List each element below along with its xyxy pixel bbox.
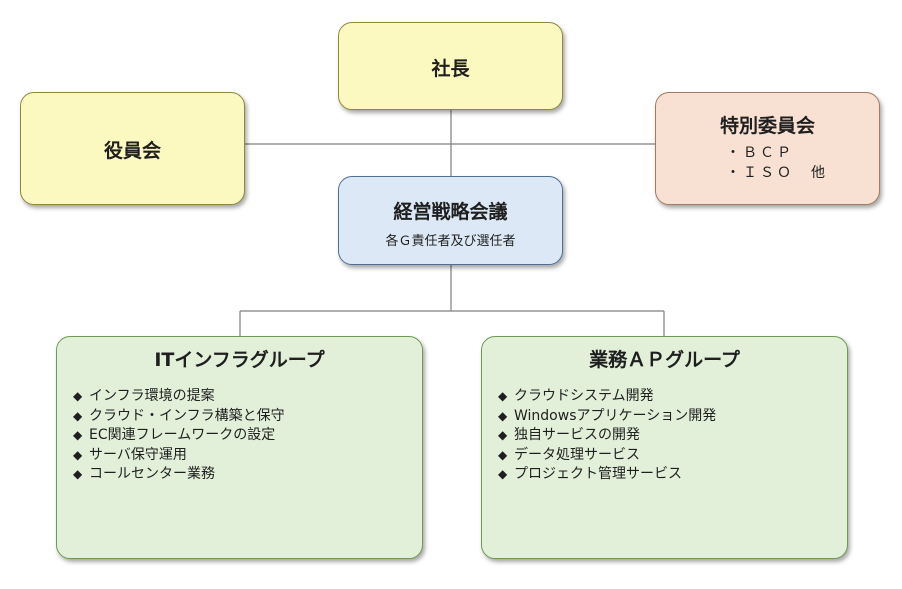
it-group-box: ITインフラグループ ◆インフラ環境の提案 ◆クラウド・インフラ構築と保守 ◆E… (56, 336, 423, 559)
list-item: ◆プロジェクト管理サービス (498, 465, 716, 485)
special-committee-box: 特別委員会 ・ＢＣＰ ・ＩＳＯ 他 (655, 92, 880, 205)
list-item: ◆データ処理サービス (498, 446, 716, 466)
diamond-bullet-icon: ◆ (498, 408, 508, 423)
ap-group-title: 業務ＡＰグループ (589, 349, 740, 371)
list-item: ◆EC関連フレームワークの設定 (73, 426, 285, 446)
diamond-bullet-icon: ◆ (498, 389, 508, 403)
special-committee-item: ・ＩＳＯ 他 (726, 165, 828, 181)
ap-group-box: 業務ＡＰグループ ◆クラウドシステム開発 ◆Windowsアプリケーション開発 … (481, 336, 848, 559)
strategy-meeting-title: 経営戦略会議 (393, 201, 508, 223)
board-box: 役員会 (20, 92, 245, 205)
special-committee-title: 特別委員会 (719, 115, 815, 137)
special-committee-list: ・ＢＣＰ ・ＩＳＯ 他 (726, 143, 828, 183)
strategy-meeting-subtitle: 各Ｇ責任者及び選任者 (385, 234, 516, 249)
it-group-title: ITインフラグループ (154, 349, 325, 371)
list-item: ◆クラウド・インフラ構築と保守 (73, 407, 285, 427)
list-item: ◆インフラ環境の提案 (73, 387, 285, 407)
list-item: ◆Windowsアプリケーション開発 (498, 407, 716, 427)
board-title: 役員会 (103, 140, 161, 162)
diamond-bullet-icon: ◆ (498, 447, 508, 462)
list-item: ◆独自サービスの開発 (498, 426, 716, 446)
list-item: ◆クラウドシステム開発 (498, 387, 716, 407)
diamond-bullet-icon: ◆ (73, 467, 83, 481)
special-committee-item: ・ＢＣＰ (726, 145, 794, 161)
strategy-meeting-box: 経営戦略会議 各Ｇ責任者及び選任者 (338, 176, 563, 265)
president-title: 社長 (431, 58, 470, 80)
ap-group-list: ◆クラウドシステム開発 ◆Windowsアプリケーション開発 ◆独自サービスの開… (498, 387, 716, 485)
diamond-bullet-icon: ◆ (73, 447, 83, 462)
diamond-bullet-icon: ◆ (73, 408, 83, 423)
diamond-bullet-icon: ◆ (498, 428, 508, 442)
diamond-bullet-icon: ◆ (498, 467, 508, 481)
it-group-list: ◆インフラ環境の提案 ◆クラウド・インフラ構築と保守 ◆EC関連フレームワークの… (73, 387, 285, 485)
president-box: 社長 (338, 22, 563, 110)
diamond-bullet-icon: ◆ (73, 428, 83, 442)
list-item: ◆コールセンター業務 (73, 465, 285, 485)
list-item: ◆サーバ保守運用 (73, 446, 285, 466)
diamond-bullet-icon: ◆ (73, 389, 83, 403)
